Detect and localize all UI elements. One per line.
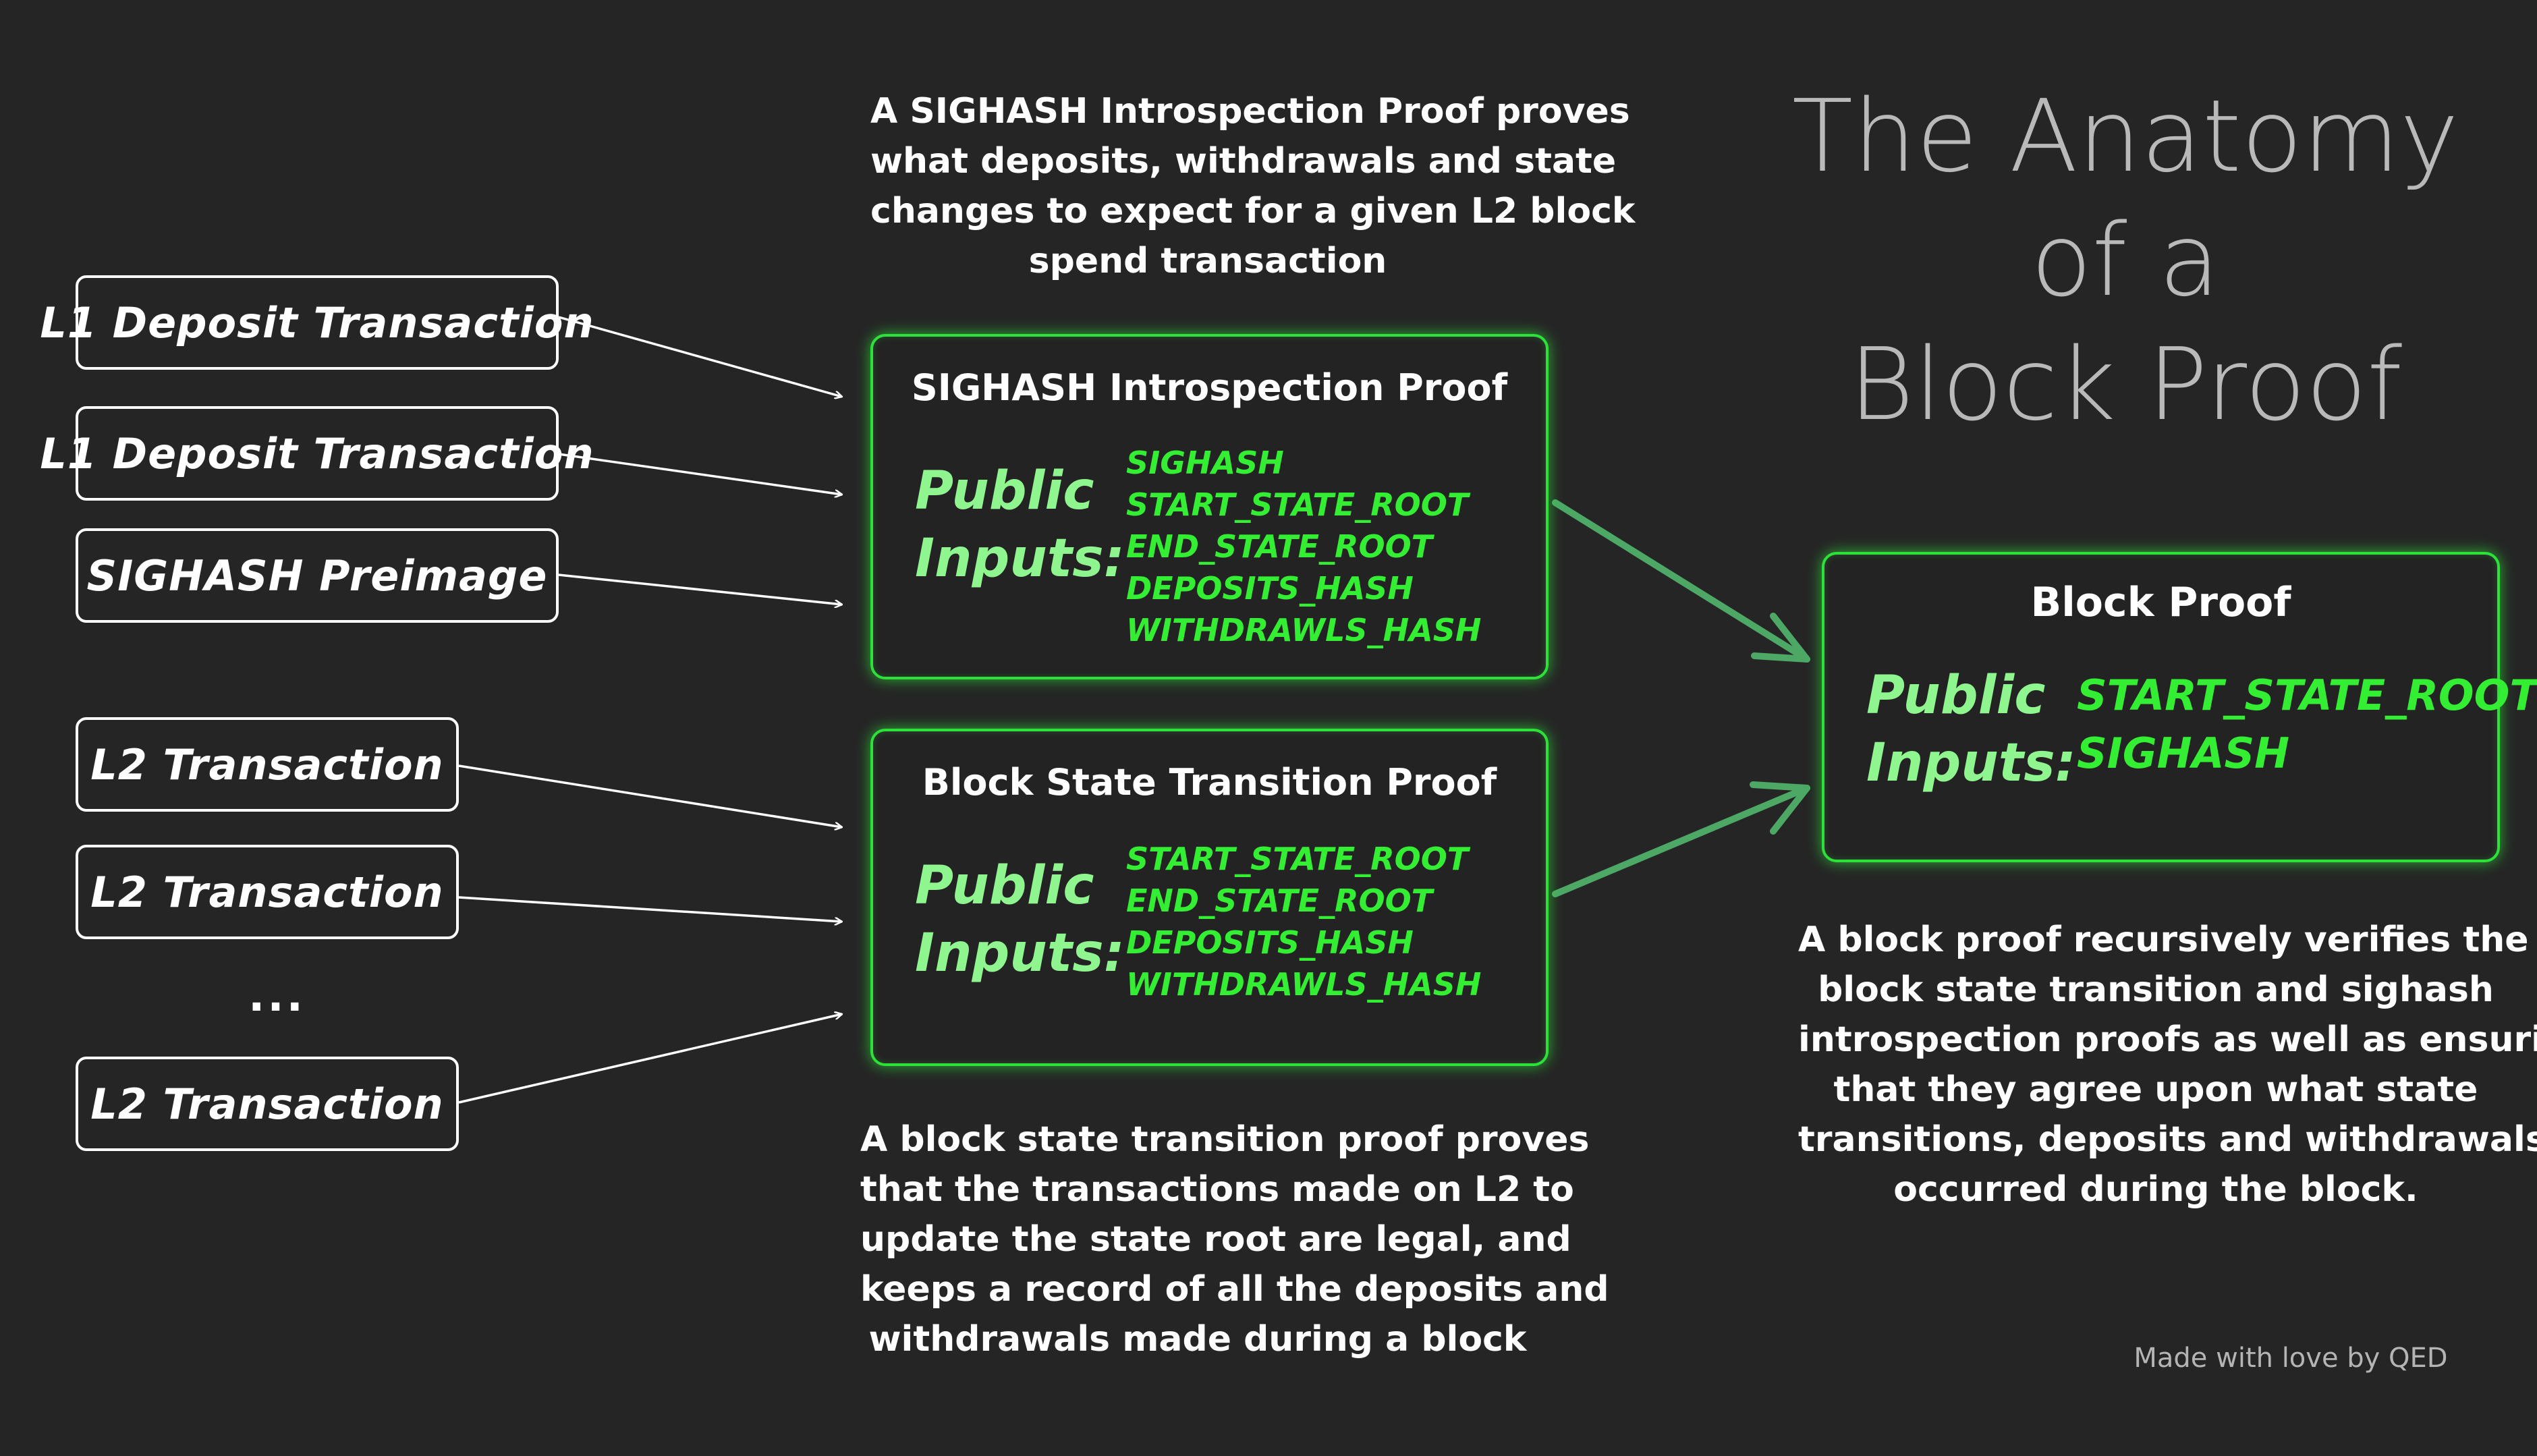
public-input-item: DEPOSITS_HASH — [1126, 924, 1414, 961]
caption-line: that they agree upon what state — [1833, 1069, 2478, 1110]
caption-line: transitions, deposits and withdrawals — [1798, 1119, 2537, 1160]
proof-title: Block State Transition Proof — [922, 761, 1497, 804]
public-input-item: WITHDRAWLS_HASH — [1126, 612, 1482, 648]
public-input-item: END_STATE_ROOT — [1126, 883, 1433, 919]
block-proof-caption: A block proof recursively verifies the b… — [1798, 915, 2537, 1214]
public-inputs-label: Public Inputs: — [915, 458, 1125, 593]
arrow-l1-deposit-1 — [558, 316, 842, 397]
public-label: Public — [915, 461, 1094, 522]
arrow-state-to-block — [1552, 785, 1810, 897]
state-transition-proof-caption: A block state transition proof proves th… — [860, 1115, 1609, 1364]
public-inputs-label: Public Inputs: — [1866, 663, 2076, 797]
caption-line: changes to expect for a given L2 block — [870, 191, 1636, 231]
sighash-introspection-proof-box: SIGHASH Introspection Proof Public Input… — [870, 334, 1549, 679]
block-state-transition-proof-box: Block State Transition Proof Public Inpu… — [870, 729, 1549, 1066]
caption-line: withdrawals made during a block — [868, 1319, 1527, 1360]
public-input-item: START_STATE_ROOT — [1126, 486, 1469, 523]
ellipsis: ... — [248, 972, 306, 1021]
public-input-item: START_STATE_ROOT — [1126, 841, 1469, 877]
block-proof-box: Block Proof Public Inputs: START_STATE_R… — [1822, 552, 2537, 862]
caption-line: A SIGHASH Introspection Proof proves — [870, 91, 1630, 132]
public-input-item: SIGHASH — [1126, 445, 1284, 481]
caption-line: update the state root are legal, and — [860, 1219, 1571, 1260]
proof-title: SIGHASH Introspection Proof — [911, 366, 1508, 409]
caption-line: keeps a record of all the deposits and — [860, 1269, 1609, 1310]
public-inputs-list: START_STATE_ROOT SIGHASH — [2077, 667, 2537, 783]
public-inputs-list: SIGHASH START_STATE_ROOT END_STATE_ROOT … — [1126, 442, 1481, 651]
arrow-sighash-to-block — [1552, 499, 1810, 663]
public-input-item: SIGHASH — [2077, 729, 2290, 778]
page-title: The Anatomy of a Block Proof — [1781, 74, 2470, 447]
public-inputs-list: START_STATE_ROOT END_STATE_ROOT DEPOSITS… — [1126, 838, 1481, 1005]
sighash-preimage-box: SIGHASH Preimage — [76, 528, 559, 623]
arrow-l1-deposit-2 — [558, 453, 842, 495]
public-input-item: START_STATE_ROOT — [2077, 671, 2537, 720]
public-input-item: WITHDRAWLS_HASH — [1126, 966, 1482, 1003]
public-label: Public — [915, 856, 1094, 916]
inputs-label: Inputs: — [915, 922, 1125, 984]
sighash-proof-caption: A SIGHASH Introspection Proof proves wha… — [870, 86, 1636, 286]
proof-title: Block Proof — [2030, 579, 2291, 626]
caption-line: block state transition and sighash — [1818, 970, 2494, 1010]
inputs-label: Inputs: — [915, 528, 1125, 589]
title-line: of a — [2030, 202, 2221, 318]
l1-deposit-transaction-box: L1 Deposit Transaction — [40, 275, 594, 370]
public-inputs-label: Public Inputs: — [915, 853, 1125, 988]
inputs-label: Inputs: — [1866, 732, 2076, 793]
public-label: Public — [1866, 665, 2046, 726]
l2-transaction-box: L2 Transaction — [76, 1057, 459, 1151]
title-line: Block Proof — [1848, 327, 2403, 443]
caption-line: that the transactions made on L2 to — [860, 1169, 1574, 1210]
caption-line: spend transaction — [1028, 241, 1387, 281]
title-line: The Anatomy — [1791, 78, 2459, 194]
l2-transaction-box: L2 Transaction — [76, 845, 459, 939]
arrow-l2-tx-3 — [458, 1014, 842, 1104]
caption-line: occurred during the block. — [1893, 1169, 2418, 1210]
l2-transaction-box: L2 Transaction — [76, 717, 459, 812]
caption-line: introspection proofs as well as ensuring — [1798, 1019, 2537, 1060]
arrow-l2-tx-1 — [458, 764, 842, 827]
arrow-sighash-preimage — [558, 573, 842, 605]
public-input-item: DEPOSITS_HASH — [1126, 570, 1414, 607]
caption-line: A block state transition proof proves — [860, 1119, 1590, 1160]
arrow-l2-tx-2 — [458, 896, 842, 922]
l1-deposit-transaction-box: L1 Deposit Transaction — [40, 406, 594, 501]
credit-text: Made with love by QED — [2134, 1343, 2448, 1374]
caption-line: what deposits, withdrawals and state — [870, 141, 1617, 181]
public-input-item: END_STATE_ROOT — [1126, 528, 1433, 565]
caption-line: A block proof recursively verifies the — [1798, 920, 2529, 960]
